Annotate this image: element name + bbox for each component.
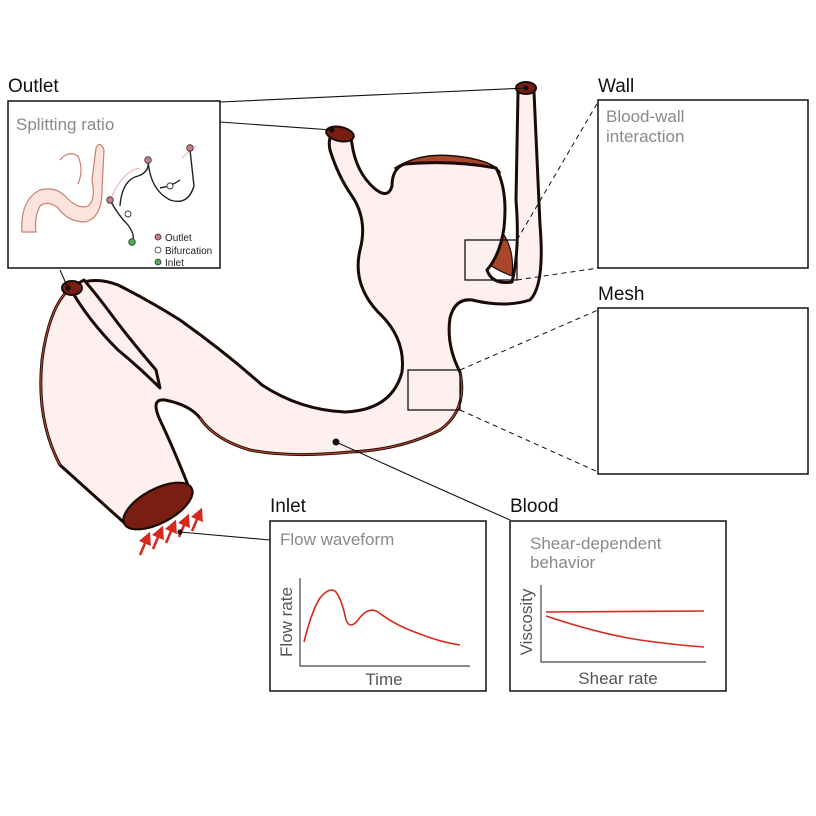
inlet-title: Inlet (270, 496, 307, 517)
leader-lines (59, 85, 599, 541)
blood-y-label: Viscosity (517, 588, 536, 655)
wall-title: Wall (598, 76, 634, 97)
outlet-legend: Outlet Bifurcation Inlet (154, 233, 212, 269)
flow-waveform-curve (303, 589, 461, 646)
outlet-opening-left (61, 280, 83, 296)
blood-panel-frame (509, 520, 727, 692)
wall-panel-frame (597, 99, 809, 269)
newtonian-viscosity-curve (545, 610, 705, 613)
wall-detail-box (464, 239, 518, 281)
blood-subtitle-line2: behavior (530, 553, 596, 572)
outlet-panel-frame (7, 100, 221, 269)
legend-inlet-label: Inlet (165, 258, 184, 269)
outlet-panel: Outlet Splitting ratio Outlet Bifurcatio… (7, 76, 221, 269)
mesh-panel: Mesh (597, 284, 809, 475)
outlet-centerline-sketch (109, 149, 195, 243)
blood-panel: Blood Shear-dependent behavior Shear rat… (509, 496, 727, 692)
blood-title: Blood (510, 496, 559, 517)
inlet-panel: Inlet Flow waveform Time Flow rate (269, 496, 487, 692)
inlet-axes (299, 578, 470, 667)
left-branch-vessel (68, 278, 162, 390)
legend-bifurcation-label: Bifurcation (165, 246, 212, 257)
wall-panel: Wall Blood-wall interaction (597, 76, 809, 269)
inlet-y-label: Flow rate (277, 587, 296, 657)
mesh-title: Mesh (598, 284, 644, 305)
blood-subtitle-line1: Shear-dependent (530, 534, 662, 553)
outlet-title: Outlet (8, 76, 59, 97)
aneurysm-vessel (39, 81, 543, 556)
shear-thinning-viscosity-curve (545, 615, 705, 648)
inlet-panel-frame (269, 520, 487, 692)
blood-x-label: Shear rate (578, 669, 657, 688)
wall-subtitle-line2: interaction (606, 127, 684, 146)
wall-subtitle-line1: Blood-wall (606, 107, 684, 126)
outlet-vessel-sketch-mid (59, 153, 82, 185)
mesh-panel-frame (597, 307, 809, 475)
blood-axes (540, 585, 706, 663)
legend-outlet-label: Outlet (165, 233, 192, 244)
mesh-detail-box (407, 369, 461, 411)
outlet-subtitle: Splitting ratio (16, 115, 114, 134)
inlet-subtitle: Flow waveform (280, 530, 394, 549)
inlet-x-label: Time (365, 670, 402, 689)
outlet-vessel-sketch-left (21, 143, 105, 233)
